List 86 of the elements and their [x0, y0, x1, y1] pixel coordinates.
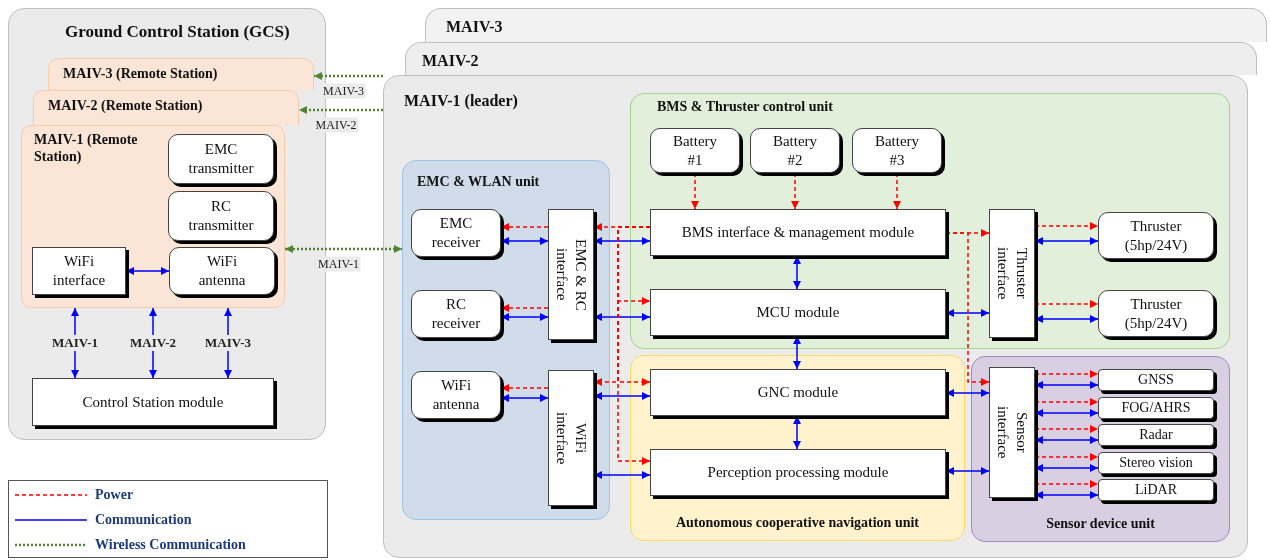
edge-label: MAIV-2 — [128, 335, 178, 351]
sensor-box — [1098, 397, 1214, 419]
component-box — [169, 247, 275, 295]
component-box — [168, 134, 274, 184]
box-label: GNSS — [1138, 371, 1174, 389]
panel-heading: MAIV-2 — [422, 51, 479, 71]
sensor-box — [1098, 452, 1214, 474]
station-panel — [48, 58, 314, 90]
edge-label: MAIV-3 — [203, 335, 253, 351]
panel-heading: MAIV-3 — [446, 17, 503, 37]
box-label: Thruster (5hp/24V) — [1123, 294, 1189, 333]
box-label: EMC transmitter — [187, 140, 255, 178]
box-label: MCU module — [756, 303, 840, 322]
box-label: Perception processing module — [707, 463, 889, 482]
interface-box — [989, 367, 1035, 498]
box-label: Battery #3 — [873, 131, 921, 170]
component-box — [411, 209, 501, 257]
box-label: Sensor interface — [994, 405, 1031, 461]
box-label: WiFi interface — [51, 252, 107, 290]
panel-heading: Ground Control Station (GCS) — [65, 22, 290, 43]
box-label: Battery #2 — [771, 131, 819, 170]
module-box — [32, 378, 274, 426]
panel-heading: BMS & Thruster control unit — [657, 99, 833, 116]
module-box — [32, 247, 126, 295]
box-label: Stereo vision — [1119, 454, 1193, 472]
unit-panel — [630, 355, 965, 541]
box-label: WiFi interface — [553, 410, 590, 467]
panel-heading: Sensor device unit — [1045, 516, 1156, 533]
panel-heading: MAIV-1 (Remote Station) — [34, 132, 139, 166]
module-box — [650, 209, 946, 256]
station-panel — [21, 125, 285, 308]
edge-label: MAIV-1 — [50, 335, 100, 351]
component-box — [1098, 290, 1214, 337]
component-box — [411, 371, 501, 419]
legend-text: Communication — [95, 512, 192, 528]
interface-box — [548, 209, 594, 340]
box-label: EMC & RC interface — [553, 237, 590, 313]
box-label: Battery #1 — [671, 131, 719, 170]
arrow — [285, 245, 402, 253]
interface-box — [989, 209, 1035, 338]
interface-box — [548, 370, 594, 506]
legend-text: Power — [95, 487, 134, 503]
edge-label: MAIV-2 — [313, 117, 359, 133]
edge-label: MAIV-1 — [316, 256, 361, 272]
module-box — [650, 289, 946, 336]
box-label: Radar — [1139, 426, 1173, 444]
arrow — [314, 72, 383, 80]
module-box — [650, 369, 946, 416]
group-panel — [383, 75, 1248, 558]
unit-panel — [630, 93, 1230, 349]
unit-panel — [402, 160, 610, 520]
panel-heading: EMC & WLAN unit — [417, 174, 540, 191]
box-label: WiFi antenna — [197, 252, 247, 290]
box-label: FOG/AHRS — [1121, 399, 1191, 417]
box-label: BMS interface & management module — [681, 223, 915, 242]
box-label: Thruster interface — [994, 246, 1031, 302]
station-panel — [33, 90, 299, 125]
sensor-box — [1098, 369, 1214, 391]
component-box — [650, 128, 740, 173]
panel-heading: MAIV-3 (Remote Station) — [63, 66, 218, 83]
sensor-box — [1098, 424, 1214, 446]
box-label: RC transmitter — [187, 197, 255, 235]
edge-label: MAIV-3 — [321, 83, 366, 99]
arrow — [617, 226, 651, 465]
panel-heading: MAIV-1 (leader) — [404, 91, 518, 111]
panel-heading: MAIV-2 (Remote Station) — [48, 98, 203, 115]
sensor-box — [1098, 479, 1214, 501]
unit-panel — [971, 356, 1230, 542]
box-label: Control Station module — [82, 392, 224, 412]
box-label: GNC module — [757, 383, 839, 402]
component-box — [852, 128, 942, 173]
box-label: WiFi antenna — [431, 376, 481, 414]
box-label: RC receiver — [430, 295, 482, 333]
group-panel — [425, 8, 1267, 42]
box-label: Thruster (5hp/24V) — [1123, 216, 1189, 255]
component-box — [750, 128, 840, 173]
component-box — [168, 191, 274, 241]
group-panel — [405, 42, 1257, 75]
module-box — [650, 449, 946, 496]
box-label: LiDAR — [1135, 481, 1177, 499]
component-box — [411, 290, 501, 338]
arrow — [299, 106, 383, 114]
component-box — [1098, 212, 1214, 259]
box-label: EMC receiver — [430, 214, 482, 252]
legend-text: Wireless Communication — [95, 537, 246, 553]
panel-heading: Autonomous cooperative navigation unit — [674, 515, 921, 532]
